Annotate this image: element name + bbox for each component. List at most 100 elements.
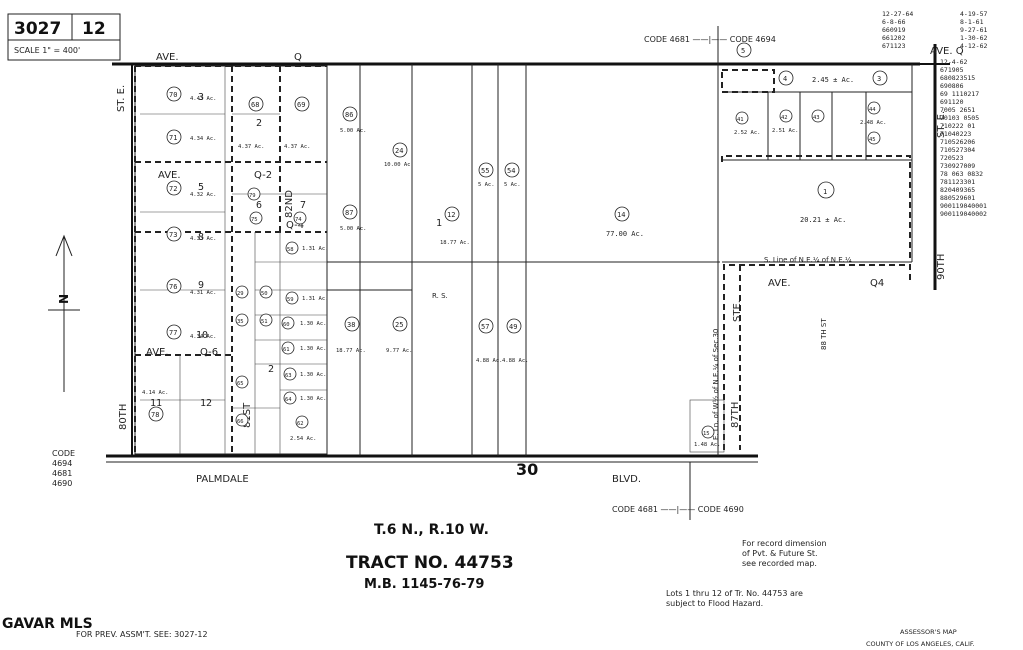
svg-text:62: 62 (297, 421, 304, 427)
revision-entry: 710527304 (940, 146, 975, 154)
code-bottom: CODE 4681 ——|—— CODE 4690 (612, 505, 744, 514)
svg-text:Q-6: Q-6 (200, 347, 218, 358)
svg-text:70: 70 (169, 91, 177, 99)
revision-list: 12-27-646-8-666609196612026711234-19-578… (882, 10, 987, 218)
svg-text:45: 45 (869, 137, 876, 143)
code-top: CODE 4681 ——|—— CODE 4694 (644, 35, 776, 44)
svg-text:24: 24 (395, 147, 403, 155)
revision-entry: 6-8-66 (882, 18, 906, 26)
map-book: M.B. 1145-76-79 (364, 577, 484, 592)
svg-text:subject to Flood Hazard.: subject to Flood Hazard. (666, 599, 763, 608)
revision-entry: 880529601 (940, 194, 975, 202)
street-labels: AVE. Q AVE. Q ST. E. 80TH ST. E. 90TH AV… (116, 46, 964, 485)
svg-text:1.31 Ac.: 1.31 Ac. (302, 246, 329, 252)
parcel-41: 412.52 Ac. (734, 111, 761, 136)
svg-text:81ST: 81ST (242, 402, 253, 428)
revision-entry: 4-19-57 (960, 10, 987, 18)
svg-text:BLVD.: BLVD. (612, 474, 641, 485)
page-number: 12 (82, 19, 106, 39)
svg-text:50: 50 (261, 291, 268, 297)
svg-text:1.30 Ac.: 1.30 Ac. (300, 396, 327, 402)
svg-text:4.14 Ac.: 4.14 Ac. (142, 390, 169, 396)
revision-entry: 730927009 (940, 162, 975, 170)
svg-text:10: 10 (196, 330, 208, 341)
svg-text:66: 66 (237, 419, 244, 425)
svg-text:4.88 Ac.: 4.88 Ac. (502, 358, 529, 364)
svg-text:AVE.: AVE. (146, 347, 169, 358)
revision-entry: 12-27-64 (882, 10, 913, 18)
svg-text:30: 30 (516, 460, 538, 479)
parcel-69: 694.37 Ac. (284, 96, 311, 150)
svg-text:14: 14 (617, 211, 625, 219)
svg-text:78: 78 (151, 411, 159, 419)
parcel-79: 79 (247, 187, 261, 201)
revision-entry: 691120 (940, 98, 964, 106)
svg-text:79: 79 (249, 193, 256, 199)
revision-entry: 12-4-62 (940, 58, 967, 66)
svg-text:4.33 Ac.: 4.33 Ac. (190, 236, 217, 242)
svg-text:2.52 Ac.: 2.52 Ac. (734, 130, 761, 136)
svg-text:Q: Q (294, 52, 302, 63)
parcel-55: 555 Ac. (478, 162, 495, 188)
svg-text:20.21 ± Ac.: 20.21 ± Ac. (800, 216, 846, 224)
flood-note: Lots 1 thru 12 of Tr. No. 44753 are subj… (666, 589, 803, 608)
svg-text:75: 75 (251, 217, 258, 223)
parcel-78: 78 4.14 Ac. (142, 390, 169, 422)
svg-text:25: 25 (395, 321, 403, 329)
svg-text:see recorded map.: see recorded map. (742, 559, 817, 568)
parcel-5: 5 (736, 42, 752, 58)
revision-entry: 900119040001 (940, 202, 987, 210)
e-line-note: E. Ln. of W½ of N.E.¼ of Sec.30 (712, 329, 720, 440)
parcel-4: 4 (778, 70, 794, 86)
svg-text:18.77 Ac.: 18.77 Ac. (440, 240, 470, 246)
parcel-25: 259.77 Ac. (386, 316, 413, 354)
svg-text:2.45 ± Ac.: 2.45 ± Ac. (812, 76, 854, 84)
svg-text:60: 60 (283, 322, 290, 328)
svg-text:35: 35 (237, 319, 244, 325)
svg-text:4.88 Ac.: 4.88 Ac. (476, 358, 503, 364)
parcel-49: 494.88 Ac. (502, 318, 529, 364)
parcel-68: 684.37 Ac. (238, 96, 265, 150)
svg-text:4.37 Ac.: 4.37 Ac. (238, 144, 265, 150)
svg-text:Q4: Q4 (870, 278, 884, 289)
svg-text:8: 8 (198, 232, 204, 243)
parcel-62: 622.54 Ac. (290, 415, 317, 442)
svg-text:10.00 Ac.: 10.00 Ac. (384, 162, 414, 168)
svg-text:4.31 Ac.: 4.31 Ac. (190, 290, 217, 296)
svg-text:1.30 Ac.: 1.30 Ac. (300, 346, 327, 352)
svg-text:1: 1 (823, 188, 827, 196)
svg-text:ST. E.: ST. E. (116, 85, 127, 112)
svg-text:3: 3 (198, 92, 204, 103)
svg-text:4.43 Ac.: 4.43 Ac. (190, 96, 217, 102)
scale-label: SCALE 1" = 400' (14, 46, 80, 55)
svg-text:ST. E.: ST. E. (936, 111, 947, 138)
svg-text:6: 6 (256, 200, 262, 211)
revision-entry: 7005 2651 (940, 106, 975, 114)
rs-note: R. S. (432, 292, 448, 300)
svg-text:12: 12 (447, 211, 455, 219)
svg-text:12: 12 (200, 398, 212, 409)
svg-text:4.37 Ac.: 4.37 Ac. (284, 144, 311, 150)
svg-text:86: 86 (345, 111, 353, 119)
svg-text:4.34 Ac.: 4.34 Ac. (190, 136, 217, 142)
parcel-66: 66 (235, 413, 249, 427)
svg-text:5.00 Ac.: 5.00 Ac. (340, 226, 367, 232)
revision-entry: 710222 01 (940, 122, 975, 130)
revision-entry: 781123301 (940, 178, 975, 186)
svg-text:5: 5 (741, 47, 745, 55)
svg-text:51: 51 (261, 319, 268, 325)
svg-text:AVE. Q: AVE. Q (930, 46, 964, 57)
parcel-72: 724.32 Ac. (166, 180, 217, 198)
parcel-43: 43 (811, 109, 825, 123)
parcel-86: 86 5.00 Ac. (340, 106, 367, 134)
parcel-42: 422.51 Ac. (772, 109, 799, 134)
svg-text:57: 57 (481, 323, 489, 331)
svg-text:AVE.: AVE. (156, 52, 179, 63)
svg-text:5 Ac.: 5 Ac. (478, 182, 495, 188)
svg-text:5.00 Ac.: 5.00 Ac. (340, 128, 367, 134)
